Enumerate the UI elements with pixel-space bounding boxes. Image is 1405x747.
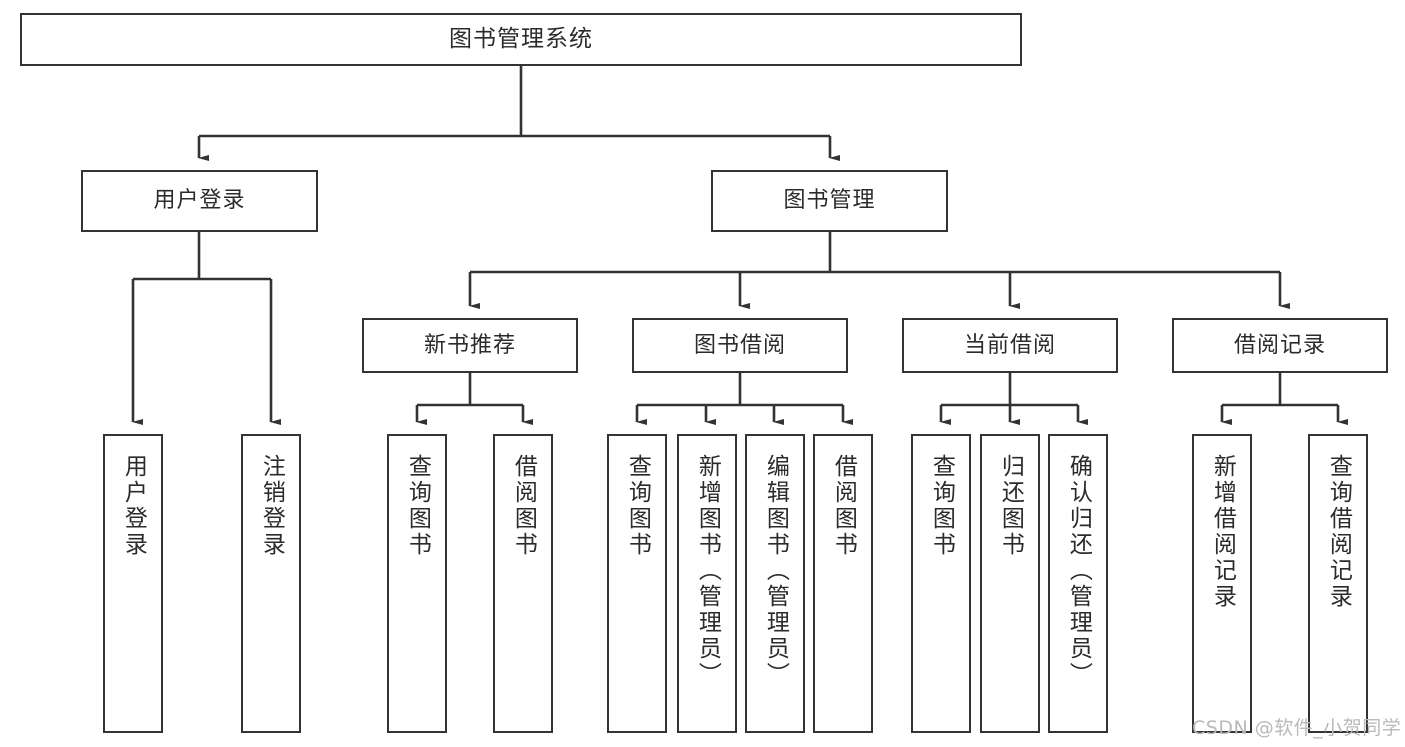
node-book-borrow[interactable]: 图书借阅 xyxy=(632,318,848,373)
node-leaf-edit-book-admin[interactable]: 编辑图书（管理员） xyxy=(745,434,805,733)
node-label: 查询图书 xyxy=(624,454,651,558)
node-label: 借阅图书 xyxy=(830,454,857,558)
node-label: 图书管理 xyxy=(783,188,876,214)
node-leaf-add-borrow-record[interactable]: 新增借阅记录 xyxy=(1192,434,1252,733)
node-label: 归还图书 xyxy=(997,454,1024,558)
node-leaf-borrow-book[interactable]: 借阅图书 xyxy=(813,434,873,733)
node-leaf-borrow-book-recommend[interactable]: 借阅图书 xyxy=(493,434,553,733)
node-new-book-recommend[interactable]: 新书推荐 xyxy=(362,318,578,373)
node-label: 用户登录 xyxy=(120,454,147,558)
node-label: 新增借阅记录 xyxy=(1209,454,1236,610)
node-leaf-query-book-current[interactable]: 查询图书 xyxy=(911,434,971,733)
node-leaf-query-book-borrow[interactable]: 查询图书 xyxy=(607,434,667,733)
node-label: 新增图书（管理员） xyxy=(694,454,721,688)
node-leaf-query-book-recommend[interactable]: 查询图书 xyxy=(387,434,447,733)
node-user-login[interactable]: 用户登录 xyxy=(81,170,318,232)
node-label: 借阅图书 xyxy=(510,454,537,558)
node-leaf-add-book-admin[interactable]: 新增图书（管理员） xyxy=(677,434,737,733)
node-current-borrow[interactable]: 当前借阅 xyxy=(902,318,1118,373)
node-leaf-confirm-return-admin[interactable]: 确认归还（管理员） xyxy=(1048,434,1108,733)
csdn-watermark: CSDN @软件_小贺同学 xyxy=(1192,717,1402,739)
node-leaf-logout[interactable]: 注销登录 xyxy=(241,434,301,733)
node-label: 查询图书 xyxy=(928,454,955,558)
node-label: 图书管理系统 xyxy=(449,26,593,53)
node-label: 用户登录 xyxy=(153,188,246,214)
node-leaf-user-login[interactable]: 用户登录 xyxy=(103,434,163,733)
node-label: 注销登录 xyxy=(258,454,285,558)
node-root-system[interactable]: 图书管理系统 xyxy=(20,13,1022,66)
node-label: 查询图书 xyxy=(404,454,431,558)
node-book-management[interactable]: 图书管理 xyxy=(711,170,948,232)
node-label: 确认归还（管理员） xyxy=(1065,454,1092,688)
node-label: 图书借阅 xyxy=(693,332,786,358)
node-borrow-record[interactable]: 借阅记录 xyxy=(1172,318,1388,373)
node-label: 编辑图书（管理员） xyxy=(762,454,789,688)
node-label: 当前借阅 xyxy=(963,332,1056,358)
node-label: 查询借阅记录 xyxy=(1325,454,1352,610)
node-leaf-return-book[interactable]: 归还图书 xyxy=(980,434,1040,733)
node-label: 新书推荐 xyxy=(423,332,516,358)
node-leaf-query-borrow-record[interactable]: 查询借阅记录 xyxy=(1308,434,1368,733)
node-label: 借阅记录 xyxy=(1233,332,1326,358)
